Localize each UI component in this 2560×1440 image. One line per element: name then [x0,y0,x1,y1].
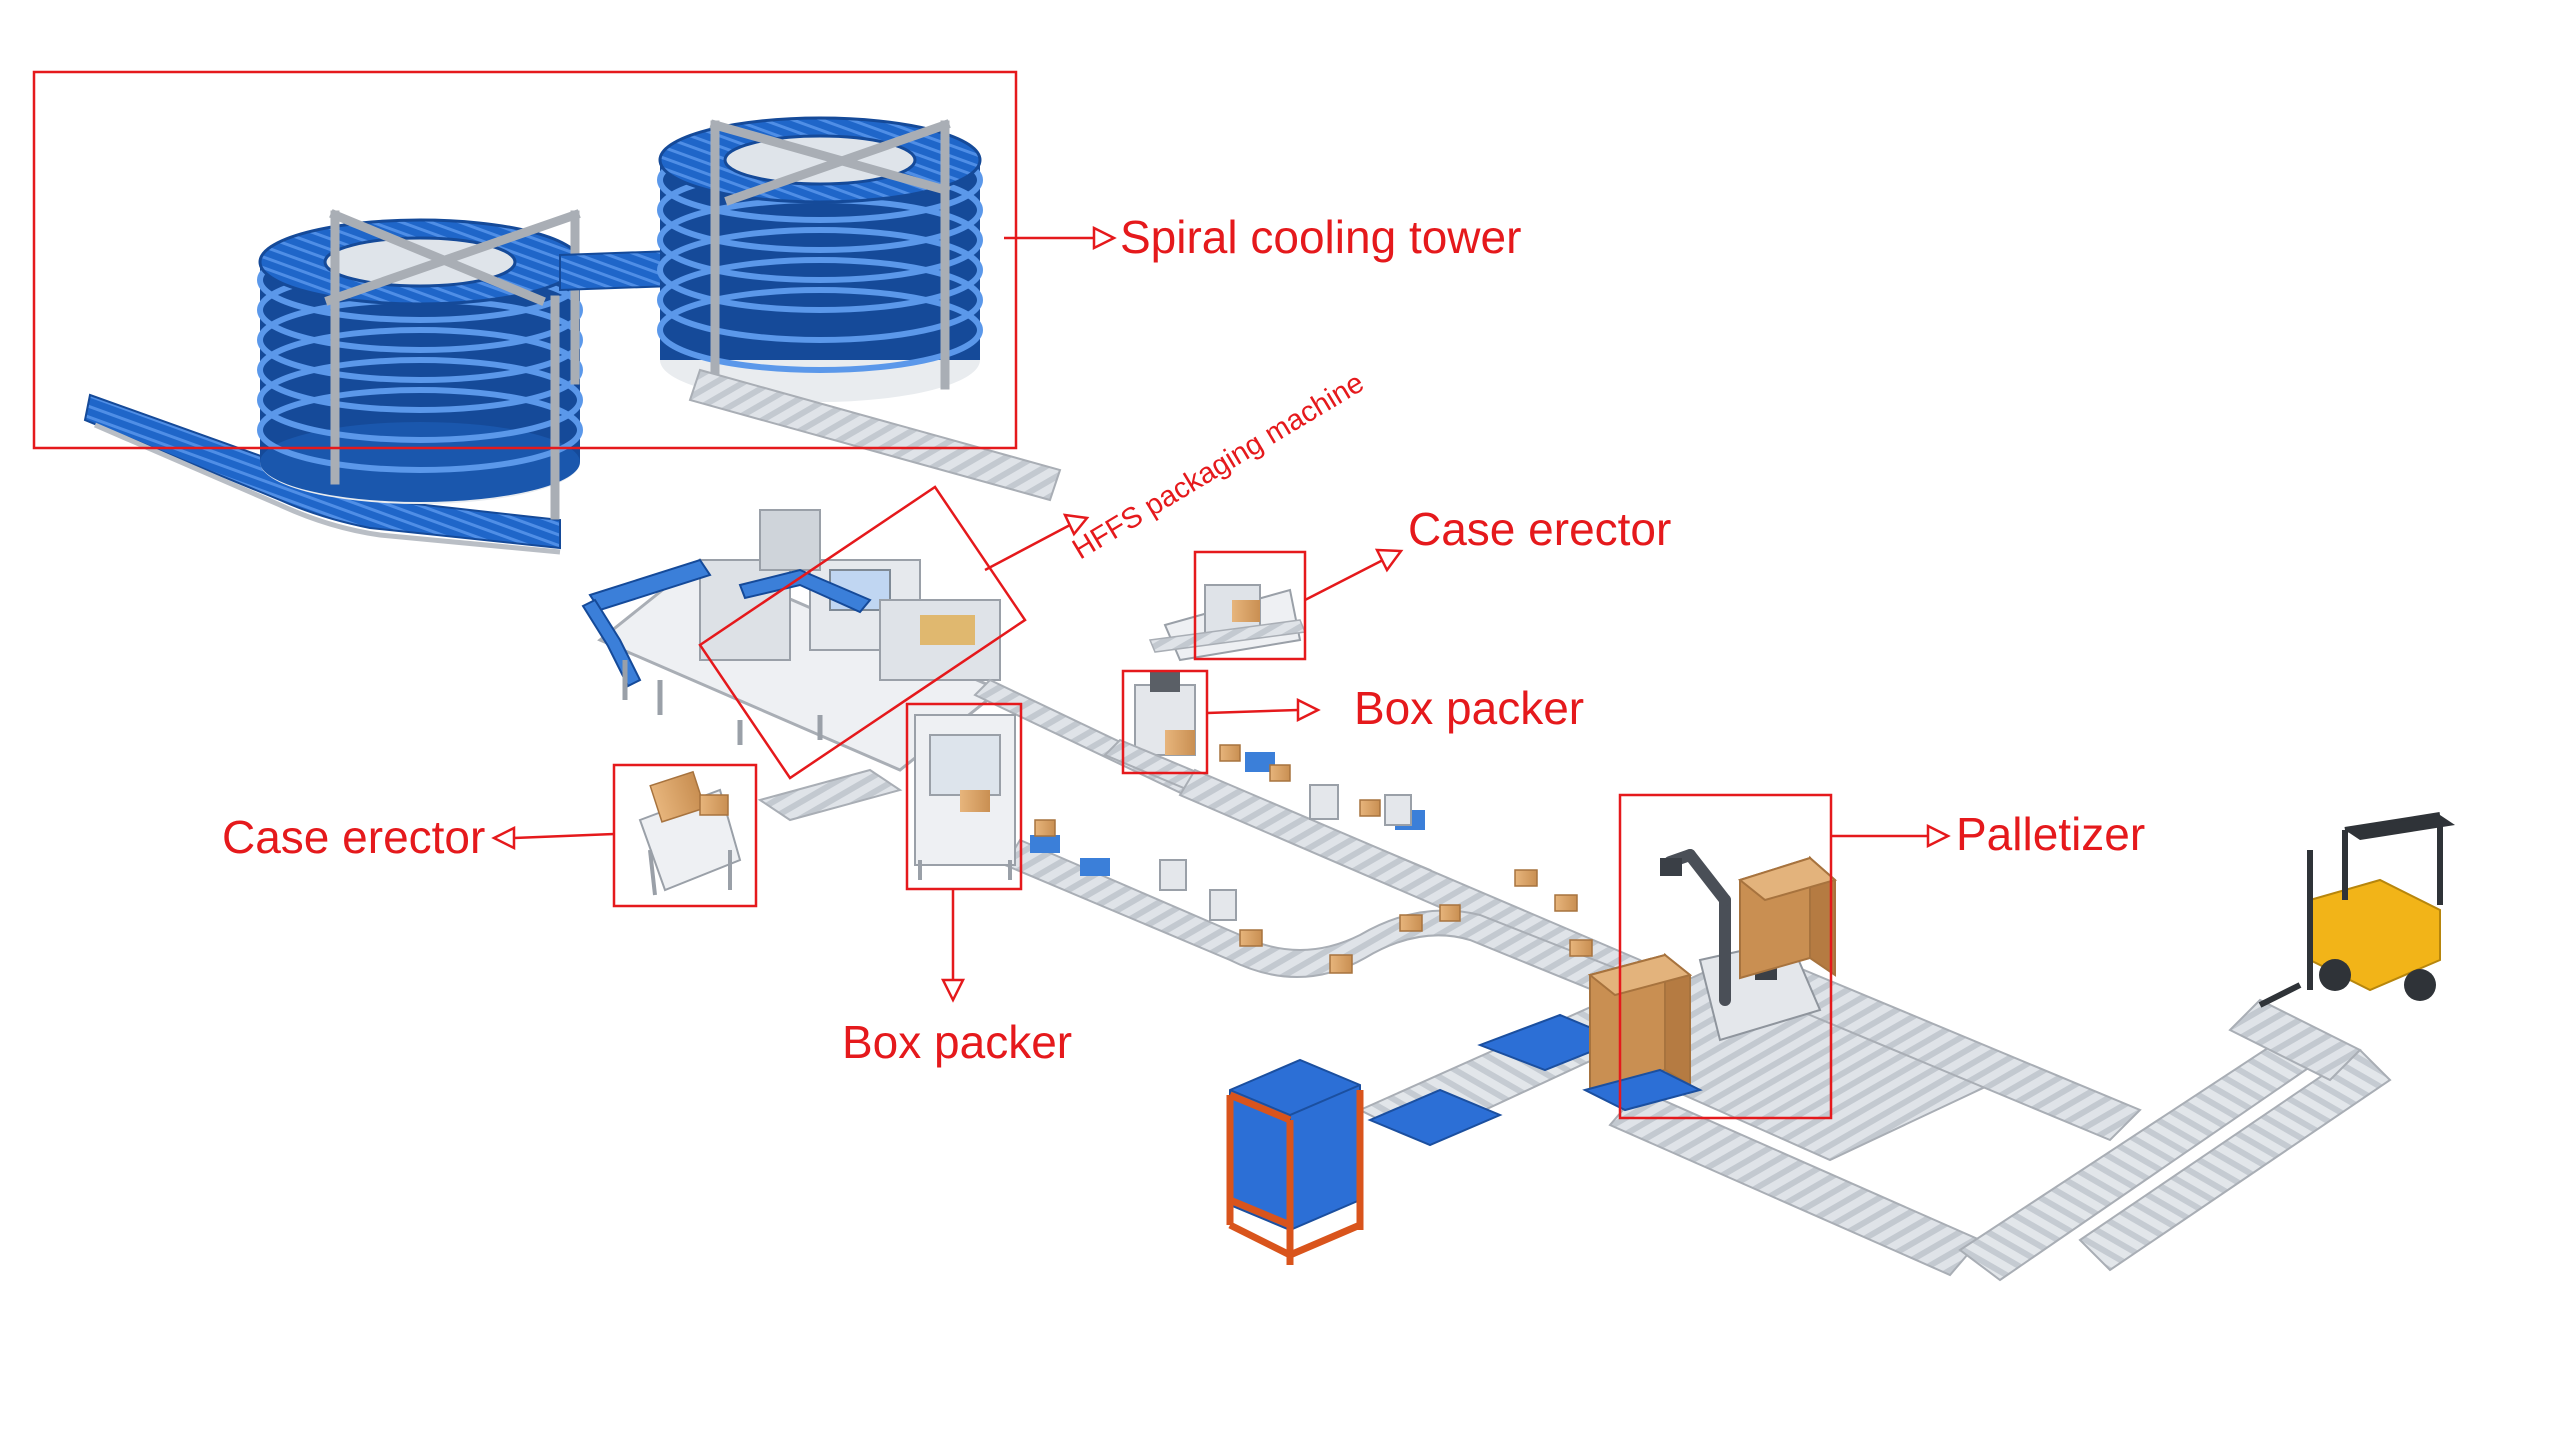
palletizer-label: Palletizer [1956,808,2145,860]
box-packer-bottom-label: Box packer [842,1016,1072,1068]
hollow-triangle-arrow-icon [491,825,516,851]
forklift-artwork [2258,812,2455,1008]
hollow-triangle-arrow-icon [1374,548,1404,573]
pallet-magazine-artwork [1226,1058,1364,1265]
case-erector-left-label: Case erector [222,811,485,863]
case-erector-left-leader-line [513,832,615,840]
case-erector-top-callout-box [1193,550,1307,661]
right-spiral-drum [657,116,983,402]
left-spiral-drum [257,209,583,520]
hollow-triangle-arrow-icon [1092,225,1117,251]
hffs-packaging-machine-label: HFFS packaging machine [1067,367,1369,566]
palletizer-callout-box [1618,793,1833,1120]
case-erector-top-artwork [1148,584,1307,662]
hffs-packaging-machine-callout-box [698,485,1027,780]
hollow-triangle-arrow-icon [1296,697,1321,723]
palletizer-artwork [1357,849,2392,1282]
box-packer-bottom-callout-box [905,702,1023,891]
hollow-triangle-arrow-icon [940,978,966,1003]
case-erector-top-label: Case erector [1408,503,1671,555]
hollow-triangle-arrow-icon [1062,513,1090,537]
case-erector-left-artwork [638,770,742,896]
hffs-leader-line [984,523,1071,572]
box-packer-top-leader-line [1206,708,1299,715]
spiral-cooling-tower-label: Spiral cooling tower [1120,211,1521,263]
case-erector-left-callout-box [612,763,758,908]
spiral-cooling-tower-artwork [83,116,1062,555]
spiral-cooling-tower-callout-box [32,70,1018,450]
hollow-triangle-arrow-icon [1926,823,1951,849]
case-erector-top-leader-line [1304,558,1384,602]
box-packer-top-callout-box [1121,669,1209,775]
box-packer-bottom-artwork [914,714,1016,880]
box-packer-top-label: Box packer [1354,682,1584,734]
line-conveyors-artwork [757,744,1642,997]
